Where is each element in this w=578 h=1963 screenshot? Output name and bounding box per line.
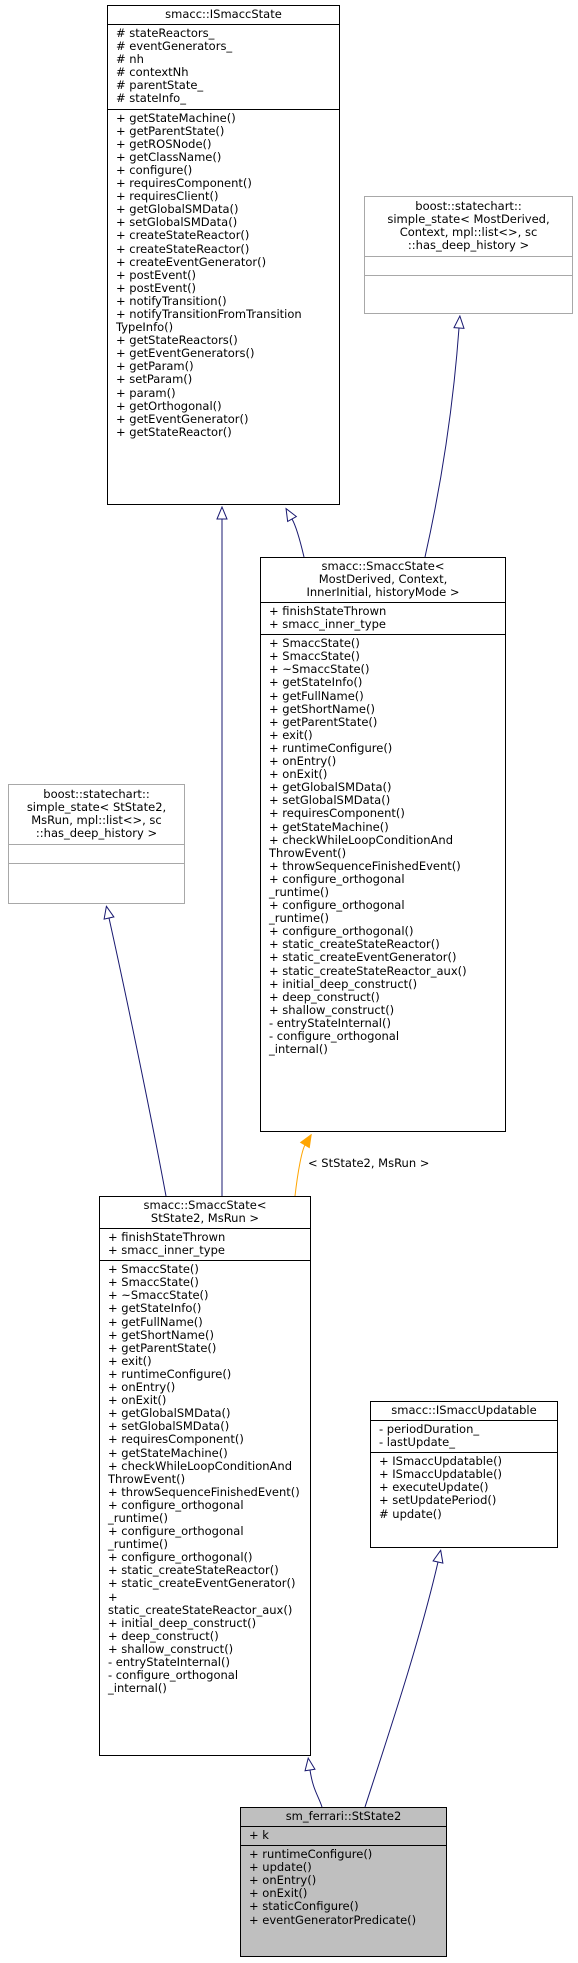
- edge-ststate2-to-ismaccupdatable: [364, 1562, 438, 1808]
- class-simple-state-generic[interactable]: boost::statechart:: simple_state< MostDe…: [364, 196, 573, 314]
- class-ismaccstate[interactable]: smacc::ISmaccState # stateReactors_ # ev…: [107, 5, 340, 505]
- class-simple-state-ststate2-attributes: [9, 844, 184, 863]
- class-ststate2-title: sm_ferrari::StState2: [285, 1809, 402, 1823]
- class-simple-state-generic-title: boost::statechart:: simple_state< MostDe…: [387, 199, 550, 252]
- class-ismaccupdatable-attributes: - periodDuration_ - lastUpdate_: [371, 1420, 557, 1452]
- class-simple-state-generic-attributes: [365, 256, 572, 275]
- class-ismaccstate-attributes: # stateReactors_ # eventGenerators_ # nh…: [108, 24, 339, 109]
- edge-template-binding: [294, 1145, 305, 1197]
- class-smaccstate-template-methods: + SmaccState() + SmaccState() + ~SmaccSt…: [261, 634, 505, 1059]
- class-ststate2[interactable]: sm_ferrari::StState2 + k + runtimeConfig…: [240, 1807, 447, 1957]
- edge-smaccstate-ststate2-to-simple-state-ststate2: [109, 918, 167, 1197]
- class-smaccstate-ststate2[interactable]: smacc::SmaccState< StState2, MsRun > + f…: [99, 1196, 311, 1756]
- class-smaccstate-ststate2-methods: + SmaccState() + SmaccState() + ~SmaccSt…: [100, 1260, 310, 1698]
- class-simple-state-generic-methods: [365, 275, 572, 294]
- class-ismaccupdatable-title: smacc::ISmaccUpdatable: [391, 1403, 537, 1417]
- class-smaccstate-template-attributes: + finishStateThrown + smacc_inner_type: [261, 602, 505, 634]
- class-smaccstate-template[interactable]: smacc::SmaccState< MostDerived, Context,…: [260, 557, 506, 1132]
- class-ststate2-attributes: + k: [241, 1826, 446, 1845]
- edge-smaccstate-template-to-simple-state: [424, 328, 459, 558]
- class-ststate2-methods: + runtimeConfigure() + update() + onEntr…: [241, 1845, 446, 1930]
- class-simple-state-ststate2-methods: [9, 863, 184, 882]
- class-smaccstate-ststate2-title: smacc::SmaccState< StState2, MsRun >: [143, 1198, 267, 1225]
- class-smaccstate-template-title: smacc::SmaccState< MostDerived, Context,…: [306, 559, 460, 599]
- class-simple-state-ststate2[interactable]: boost::statechart:: simple_state< StStat…: [8, 784, 185, 904]
- class-smaccstate-ststate2-attributes: + finishStateThrown + smacc_inner_type: [100, 1228, 310, 1260]
- class-ismaccupdatable[interactable]: smacc::ISmaccUpdatable - periodDuration_…: [370, 1401, 558, 1548]
- class-ismaccupdatable-methods: + ISmaccUpdatable() + ISmaccUpdatable() …: [371, 1452, 557, 1523]
- edge-smaccstate-template-to-ismaccstate: [292, 519, 305, 558]
- class-simple-state-ststate2-title: boost::statechart:: simple_state< StStat…: [26, 787, 167, 840]
- template-binding-label: < StState2, MsRun >: [308, 1156, 430, 1170]
- edge-ststate2-to-smaccstate-ststate2: [310, 1770, 323, 1808]
- class-ismaccstate-methods: + getStateMachine() + getParentState() +…: [108, 108, 339, 442]
- class-ismaccstate-title: smacc::ISmaccState: [165, 7, 282, 21]
